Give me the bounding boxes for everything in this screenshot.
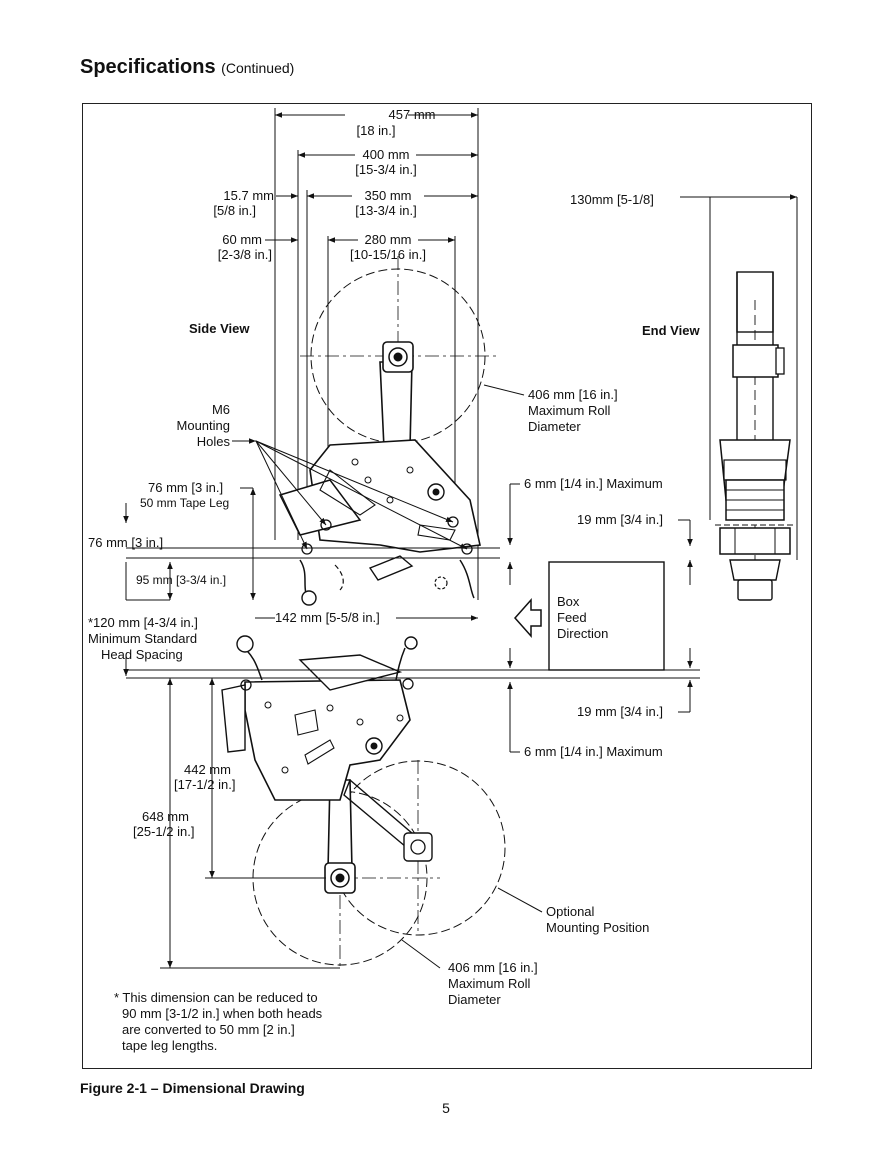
- svg-text:[2-3/8 in.]: [2-3/8 in.]: [218, 247, 272, 262]
- dim-280-mm: 280 mm: [365, 232, 412, 247]
- dim-76-height: 76 mm [3 in.]: [88, 535, 163, 550]
- svg-text:350 mm: 350 mm: [365, 188, 412, 203]
- svg-text:[10-15/16 in.]: [10-15/16 in.]: [350, 247, 426, 262]
- roll-top-diameter: Diameter: [528, 419, 581, 434]
- holes-mounting: Mounting: [177, 418, 230, 433]
- dim-400-mm: 400 mm: [363, 147, 410, 162]
- dim-457-in: [18 in.]: [356, 123, 395, 138]
- svg-text:[13-3/4 in.]: [13-3/4 in.]: [355, 203, 416, 218]
- page-title: Specifications (Continued): [80, 56, 294, 79]
- optional-position: Mounting Position: [546, 920, 649, 935]
- svg-text:15.7 mm: 15.7 mm: [223, 188, 274, 203]
- dim-442-mm: 442 mm: [184, 762, 231, 777]
- dim-442-in: [17-1/2 in.]: [174, 777, 235, 792]
- footnote-line-3: are converted to 50 mm [2 in.]: [122, 1022, 295, 1037]
- dim-19-bottom: 19 mm [3/4 in.]: [577, 704, 663, 719]
- holes-m6: M6: [212, 402, 230, 417]
- feed-label: Feed: [557, 610, 587, 625]
- svg-text:[15-3/4 in.]: [15-3/4 in.]: [355, 162, 416, 177]
- dim-60-mm: 60 mm: [222, 232, 262, 247]
- dim-19-top: 19 mm [3/4 in.]: [577, 512, 663, 527]
- dim-120-min: Minimum Standard: [88, 631, 197, 646]
- dim-648-mm: 648 mm: [142, 809, 189, 824]
- dim-400-in: [15-3/4 in.]: [355, 162, 416, 177]
- page-number: 5: [442, 1100, 450, 1116]
- top-dimension-lines: [265, 108, 479, 600]
- svg-text:400 mm: 400 mm: [363, 147, 410, 162]
- upper-tape-head: [278, 256, 496, 606]
- dim-120: *120 mm [4-3/4 in.]: [88, 615, 198, 630]
- holes-holes: Holes: [197, 434, 231, 449]
- dim-76-tapeleg: 76 mm [3 in.]: [148, 480, 223, 495]
- dim-280-in: [10-15/16 in.]: [350, 247, 426, 262]
- footnote-line-1: * This dimension can be reduced to: [114, 990, 318, 1005]
- dim-350-in: [13-3/4 in.]: [355, 203, 416, 218]
- roll-bottom-diameter: Diameter: [448, 992, 501, 1007]
- side-view-label: Side View: [189, 321, 250, 336]
- vertical-dimension-lines: [123, 487, 700, 969]
- roll-top-max: Maximum Roll: [528, 403, 610, 418]
- dim-350-mm: 350 mm: [365, 188, 412, 203]
- tape-leg-label: 50 mm Tape Leg: [140, 496, 229, 510]
- dim-457-mm: 457 mm: [389, 107, 436, 122]
- dim-648-in: [25-1/2 in.]: [133, 824, 194, 839]
- svg-text:[18 in.]: [18 in.]: [356, 123, 395, 138]
- roll-top-dim: 406 mm [16 in.]: [528, 387, 618, 402]
- drawing-labels: 457 mm [18 in.] 400 mm [15-3/4 in.] 350 …: [88, 107, 700, 1053]
- max-6-top: 6 mm [1/4 in.] Maximum: [524, 476, 663, 491]
- dim-15-7-mm: 15.7 mm: [223, 188, 274, 203]
- dim-120-spacing: Head Spacing: [101, 647, 183, 662]
- roll-bottom-max: Maximum Roll: [448, 976, 530, 991]
- footnote-line-4: tape leg lengths.: [122, 1038, 217, 1053]
- svg-text:[5/8 in.]: [5/8 in.]: [213, 203, 256, 218]
- end-width-dim: 130mm [5-1/8]: [570, 192, 654, 207]
- max-6-bottom: 6 mm [1/4 in.] Maximum: [524, 744, 663, 759]
- svg-text:60 mm: 60 mm: [222, 232, 262, 247]
- svg-text:457 mm: 457 mm: [389, 107, 436, 122]
- dim-95: 95 mm [3-3/4 in.]: [136, 573, 226, 587]
- footnote-line-2: 90 mm [3-1/2 in.] when both heads: [122, 1006, 323, 1021]
- optional-label: Optional: [546, 904, 595, 919]
- dim-142: 142 mm [5-5/8 in.]: [275, 610, 380, 625]
- end-view: [680, 194, 798, 601]
- figure-caption: Figure 2-1 – Dimensional Drawing: [80, 1080, 305, 1096]
- roll-bottom-dim: 406 mm [16 in.]: [448, 960, 538, 975]
- direction-label: Direction: [557, 626, 608, 641]
- svg-text:280 mm: 280 mm: [365, 232, 412, 247]
- dim-60-in: [2-3/8 in.]: [218, 247, 272, 262]
- holes-leaders: [232, 438, 468, 550]
- title-continued: (Continued): [221, 60, 295, 76]
- end-view-label: End View: [642, 323, 700, 338]
- title-text: Specifications: [80, 56, 216, 78]
- drawing-frame: [82, 103, 812, 1069]
- lower-tape-head: [212, 635, 506, 970]
- box-feed-dimensions: [507, 483, 693, 753]
- dim-15-7-in: [5/8 in.]: [213, 203, 256, 218]
- box-label: Box: [557, 594, 580, 609]
